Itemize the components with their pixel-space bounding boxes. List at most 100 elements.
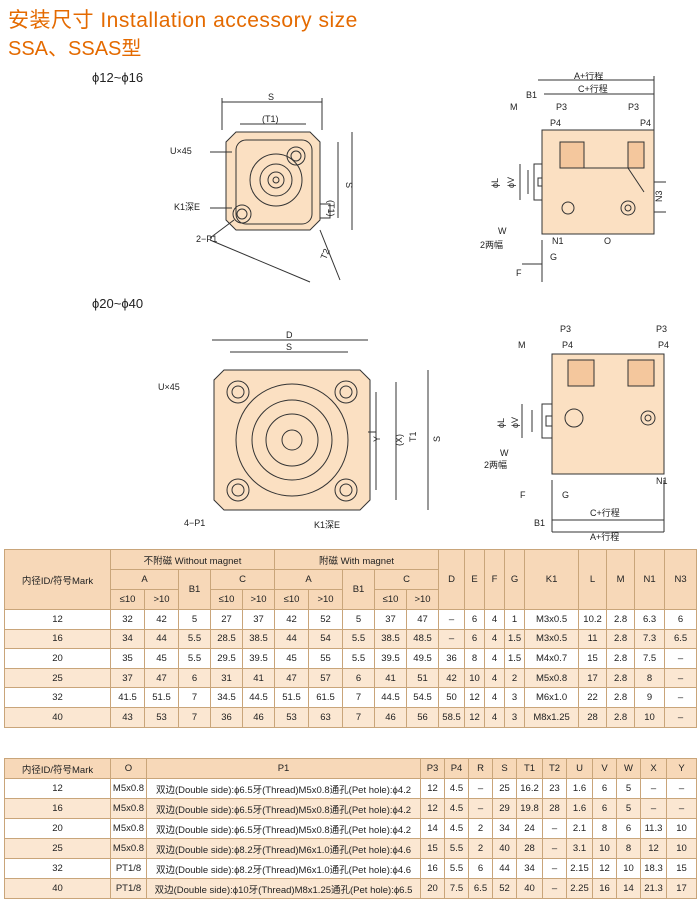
table-cell: 12 <box>464 687 486 708</box>
table-cell: 5.5 <box>342 648 376 669</box>
table-cell: M5x0.8 <box>524 667 580 689</box>
table-cell: 2.8 <box>606 687 636 708</box>
table-cell: 6 <box>464 628 486 650</box>
table-cell: 4 <box>484 609 506 630</box>
table-cell: 2.1 <box>566 818 593 839</box>
small-side-view: A+行程 C+行程 B1 M P3 P3 P4 P4 ϕL ϕV N3 W 2两… <box>480 72 666 282</box>
table-cell: 2 <box>504 667 526 689</box>
table-cell: 16 <box>4 798 111 819</box>
table-cell: M5x0.8 <box>110 778 147 799</box>
table-cell: 40 <box>4 878 111 899</box>
dim-s-v: S <box>344 182 354 188</box>
header-gt10: >10 <box>308 589 344 610</box>
dim-p3a: P3 <box>560 324 571 334</box>
table-header: P3 <box>420 758 445 779</box>
header-gt10: >10 <box>241 589 276 610</box>
header-le10: ≤10 <box>274 589 310 610</box>
table-cell: 6.5 <box>664 628 698 650</box>
dim-k1: K1深E <box>314 520 340 530</box>
table-header: T1 <box>516 758 543 779</box>
table-cell: 8 <box>634 667 666 689</box>
table-cell: 22 <box>578 687 608 708</box>
table-cell: – <box>542 818 567 839</box>
table-cell: 4.5 <box>444 798 469 819</box>
table-cell: 31 <box>210 667 243 689</box>
table-cell: 28 <box>542 798 567 819</box>
header-n1: N1 <box>634 549 666 610</box>
table-cell: 6 <box>342 667 376 689</box>
dim-k1: K1深E <box>174 202 200 212</box>
table-cell: 56 <box>406 706 440 728</box>
table-cell: 3.1 <box>566 838 593 859</box>
table-cell: 7 <box>178 706 211 728</box>
table-cell: 3 <box>504 706 526 728</box>
table-cell: 12 <box>464 706 486 728</box>
dim-y: Y <box>372 436 382 442</box>
dim-f: F <box>516 268 522 278</box>
table-header: V <box>592 758 617 779</box>
dim-s: S <box>268 92 274 102</box>
table-cell: 28.5 <box>210 628 243 650</box>
table-header: R <box>468 758 493 779</box>
dim-o: O <box>604 236 611 246</box>
table-cell: 16 <box>4 628 111 650</box>
small-bore-label: ϕ12~ϕ16 <box>92 70 144 85</box>
table-cell: 14 <box>420 818 445 839</box>
table-cell: 10 <box>634 706 666 728</box>
table-cell: 11 <box>578 628 608 650</box>
table-cell: 34 <box>110 628 145 650</box>
table-header: P4 <box>444 758 469 779</box>
table-header: X <box>640 758 667 779</box>
table-cell: 6.3 <box>634 609 666 630</box>
dim-v: ϕV <box>506 177 516 188</box>
table-cell: 42 <box>438 667 466 689</box>
table-cell: 52 <box>492 878 517 899</box>
table-cell: 50 <box>438 687 466 708</box>
dim-p3b: P3 <box>656 324 667 334</box>
table-cell: – <box>664 687 698 708</box>
table-cell: 12 <box>4 778 111 799</box>
header-e: E <box>464 549 486 610</box>
header-without: 不附磁 Without magnet <box>109 549 276 570</box>
table-cell: 6 <box>616 818 641 839</box>
table-cell: 37 <box>241 609 276 630</box>
table-cell: 40 <box>4 706 111 728</box>
table-cell: 6 <box>592 778 617 799</box>
table-cell: 40 <box>516 878 543 899</box>
table-cell: 57 <box>308 667 344 689</box>
table-cell: 6.5 <box>468 878 493 899</box>
table-header: U <box>566 758 593 779</box>
table-cell: – <box>664 706 698 728</box>
dim-l: ϕL <box>490 178 500 188</box>
table-cell: 8 <box>592 818 617 839</box>
table-cell: M8x1.25 <box>524 706 580 728</box>
header-le10: ≤10 <box>110 589 145 610</box>
table-cell: 10 <box>616 858 641 879</box>
title-cn: 安装尺寸 <box>8 9 94 32</box>
table-cell: 2 <box>468 818 493 839</box>
table-cell: 53 <box>144 706 179 728</box>
table-cell: 53 <box>274 706 310 728</box>
table-cell: – <box>664 648 698 669</box>
table-cell: 51.5 <box>274 687 310 708</box>
table-cell: 61.5 <box>308 687 344 708</box>
table-cell: 7 <box>178 687 211 708</box>
table-cell: 20 <box>420 878 445 899</box>
table-cell: 51 <box>406 667 440 689</box>
table-cell: 35 <box>110 648 145 669</box>
table-cell: 7 <box>342 687 376 708</box>
page-title: 安装尺寸 Installation accessory size <box>8 4 358 34</box>
table-cell: 45 <box>274 648 310 669</box>
table-cell: 25 <box>4 667 111 689</box>
table-cell: M6x1.0 <box>524 687 580 708</box>
table-cell: 38.5 <box>374 628 408 650</box>
header-n3: N3 <box>664 549 698 610</box>
table-cell: 34.5 <box>210 687 243 708</box>
table-cell: 38.5 <box>241 628 276 650</box>
